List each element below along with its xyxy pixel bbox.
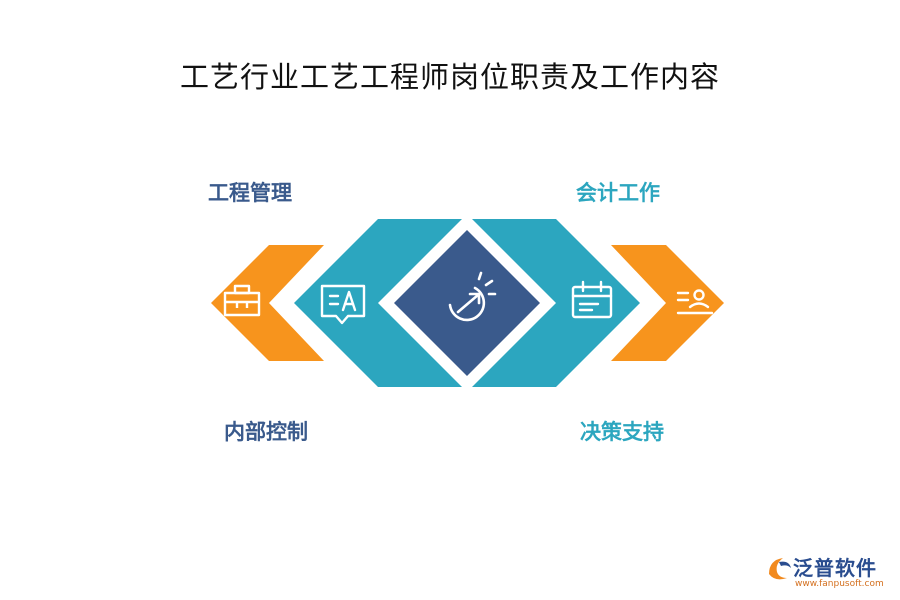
left-orange-chevron xyxy=(211,245,324,361)
watermark-brand: 泛普软件 xyxy=(793,556,877,580)
text-message-icon xyxy=(320,284,366,325)
calendar-icon xyxy=(571,280,613,319)
logo-icon xyxy=(769,558,791,580)
label-engineering-management: 工程管理 xyxy=(208,180,292,205)
id-card-icon xyxy=(676,289,714,315)
watermark-url: www.fanpusoft.com xyxy=(795,579,884,589)
label-decision-support: 决策支持 xyxy=(580,419,664,444)
toolbox-icon xyxy=(223,284,261,317)
label-internal-control: 内部控制 xyxy=(224,419,308,444)
label-accounting-work: 会计工作 xyxy=(576,180,660,205)
watermark-logo: 泛普软件 www.fanpusoft.com xyxy=(765,552,895,596)
page-title: 工艺行业工艺工程师岗位职责及工作内容 xyxy=(179,60,720,94)
growth-arrow-icon xyxy=(448,271,497,322)
right-orange-chevron xyxy=(611,245,724,361)
